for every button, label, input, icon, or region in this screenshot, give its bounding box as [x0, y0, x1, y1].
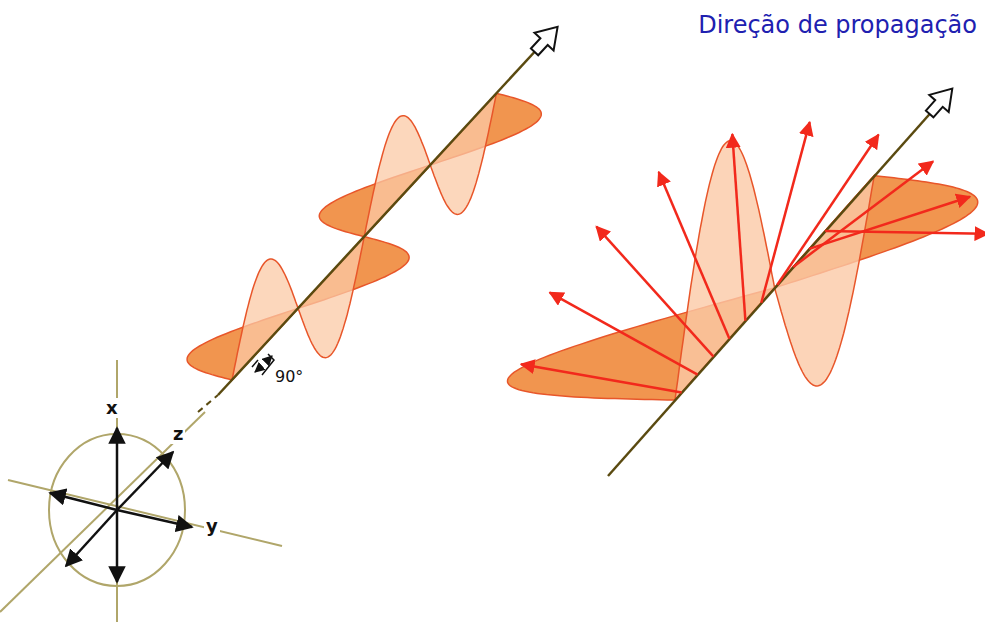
- angle-mark: [252, 354, 274, 375]
- direction-label: Direção de propagação: [696, 12, 979, 38]
- field-vector: [809, 197, 970, 249]
- angle-label: 90°: [273, 368, 305, 386]
- axis-label: x: [104, 398, 120, 418]
- field-vector: [732, 134, 745, 321]
- propagation-axis: [218, 46, 540, 395]
- axis-dash: [198, 395, 218, 412]
- direction-arrowhead: [531, 27, 558, 55]
- field-vector: [596, 227, 713, 357]
- direction-arrowhead: [926, 89, 952, 118]
- field-vector: [521, 364, 682, 392]
- field-vector: [550, 293, 698, 375]
- propagation-axis: [608, 108, 935, 476]
- field-vector: [777, 135, 878, 285]
- coordinate-axes: [0, 360, 282, 622]
- field-vector: [825, 231, 985, 234]
- field-vector: [659, 172, 730, 339]
- field-vector: [761, 122, 809, 303]
- axis-label: z: [171, 424, 185, 444]
- electric-wave: [675, 141, 874, 400]
- axis-label: y: [204, 516, 220, 536]
